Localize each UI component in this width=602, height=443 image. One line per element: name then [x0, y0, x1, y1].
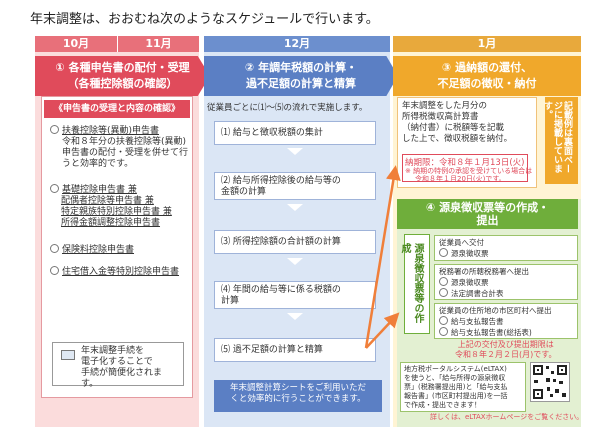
submit-tax-office-box: 税務署の所轄税務署へ提出 源泉徴収票 法定調書合計表: [434, 264, 578, 300]
example-side-note: 記載例は裏面ページに掲載しています。: [542, 97, 578, 184]
stage1-header: ① 各種申告書の配付・受理 （各種控除額の確認）: [35, 56, 210, 96]
stage3-header: ③ 過納額の還付、 不足額の徴収・納付: [393, 56, 581, 96]
down-arrow-icon: [287, 148, 303, 155]
stage4-vertical-label: 源泉徴収票等の作成: [399, 234, 430, 334]
stage2-title-line2: 過不足額の計算と精算: [246, 77, 356, 90]
eltax-note: 地方税ポータルシステム(eLTAX) を使うと、「給与所得の源泉徴収 票」(税務…: [400, 362, 526, 412]
submission-deadline: 上記の交付及び提出期限は 令和８年２月２日(月)です。: [455, 340, 557, 359]
bullet-icon: [50, 266, 59, 275]
down-arrow-icon: [287, 204, 303, 211]
computer-icon: [61, 350, 75, 360]
month-oct: 10月: [35, 36, 117, 52]
form-item-insurance[interactable]: 保険料控除申告書: [50, 244, 134, 256]
form-item-dependent-note: 令和８年分の扶養控除等(異動) 申告書の配付・受理を併せて行 うと効率的です。: [62, 137, 189, 169]
bullet-icon: [50, 184, 59, 193]
bullet-icon: [439, 316, 448, 325]
eltax-detail-link[interactable]: 詳しくは、eLTAXホームページをご覧ください。: [430, 413, 584, 421]
month-jan: 1月: [393, 36, 581, 52]
stage3-text: 年末調整をした月分の 所得税徴収高計算書 （納付書）に税額等を記載 した上で、徴…: [402, 101, 513, 144]
form-item-basic[interactable]: 基礎控除申告書 兼 配偶者控除等申告書 兼 特定親族特別控除申告書 兼 所得金額…: [50, 184, 172, 229]
form-item-housing-loan[interactable]: 住宅借入金等特別控除申告書: [50, 266, 179, 278]
qr-code-icon[interactable]: [530, 362, 570, 402]
stage2-header: ② 年調年税額の計算・ 過不足額の計算と精算: [204, 56, 398, 96]
stage2-intro: 従業員ごとに⑴～⑸の流れで実施します。: [207, 103, 368, 113]
stage4-header: ④ 源泉徴収票等の作成・ 提出: [397, 199, 578, 229]
bullet-icon: [50, 244, 59, 253]
efile-note-box: 年末調整手続を 電子化することで 手続が簡便化されます。: [52, 342, 184, 389]
payment-deadline-box: [402, 154, 528, 182]
payment-deadline-note: ※ 納期の特例の承認を受けている場合は 令和８年１月20日(火)です。: [405, 167, 533, 183]
calc-sheet-note: 年末調整計算シートをご利用いただ くと効率的に行うことができます。: [214, 380, 382, 412]
bullet-icon: [439, 248, 448, 257]
month-nov: 11月: [117, 36, 199, 52]
stage1-title-line2: （各種控除額の確認）: [67, 77, 178, 90]
bullet-icon: [439, 327, 448, 336]
month-dec: 12月: [204, 36, 390, 52]
stage1-panel-head: 《申告書の受理と内容の確認》: [44, 100, 190, 118]
calc-step-2: ⑵ 給与所得控除後の給与等の 金額の計算: [214, 172, 376, 200]
bullet-icon: [439, 277, 448, 286]
calc-step-4: ⑷ 年間の給与等に係る税額の 計算: [214, 281, 376, 309]
calc-step-3: ⑶ 所得控除額の合計額の計算: [214, 230, 376, 254]
stage3-title-line1: ③ 過納額の還付、: [441, 61, 533, 74]
calc-step-1: ⑴ 給与と徴収税額の集計: [214, 121, 376, 145]
stage3-title-line2: 不足額の徴収・納付: [437, 77, 537, 90]
down-arrow-icon: [287, 313, 303, 320]
bullet-icon: [50, 125, 59, 134]
submit-municipality-box: 従業員の住所地の市区町村へ提出 給与支払報告書 給与支払報告書(総括表): [434, 303, 578, 339]
calc-step-5: ⑸ 過不足額の計算と精算: [214, 338, 376, 362]
payment-deadline: 納期限：令和８年１月13日(火): [405, 158, 525, 168]
stage2-title-line1: ② 年調年税額の計算・: [244, 61, 358, 74]
arrow-to-stage4: [365, 312, 400, 349]
arrow-to-stage3: [364, 165, 401, 349]
stage1-title-line1: ① 各種申告書の配付・受理: [55, 61, 190, 74]
bullet-icon: [439, 288, 448, 297]
delivery-employee-box: 従業員へ交付 源泉徴収票: [434, 235, 578, 261]
down-arrow-icon: [287, 258, 303, 265]
form-item-dependent[interactable]: 扶養控除等(異動)申告書: [50, 125, 159, 137]
intro-text: 年末調整は、おおむね次のようなスケジュールで行います。: [30, 12, 379, 27]
